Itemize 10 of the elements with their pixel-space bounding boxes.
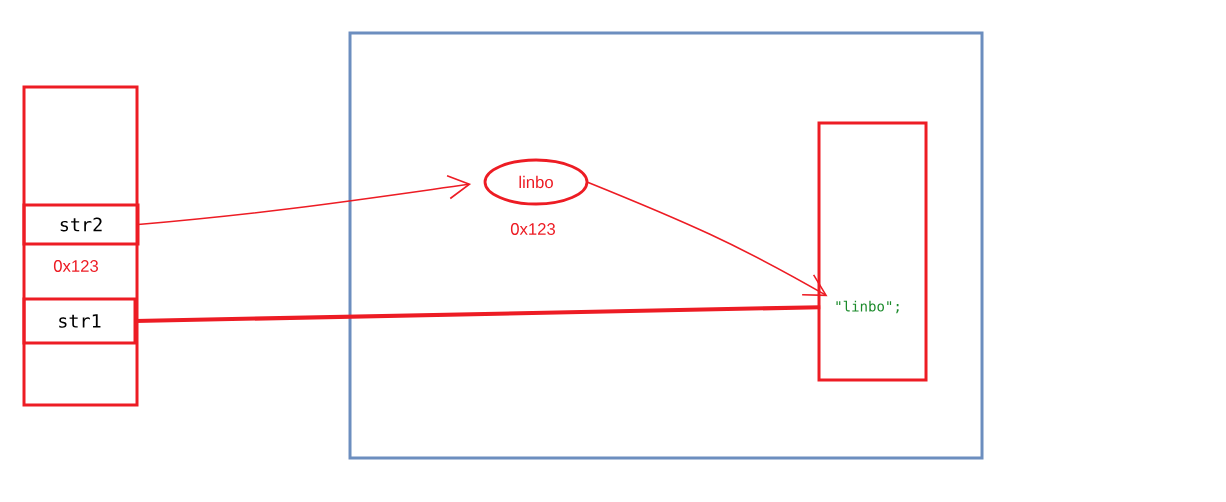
heap-box	[348, 31, 984, 460]
address-text: 0x123	[510, 223, 555, 235]
arrow	[137, 174, 472, 226]
variable-cell: str2	[22, 203, 140, 246]
code-text: "linbo";	[836, 300, 899, 314]
variable-cell: str1	[22, 297, 137, 345]
address-text: 0x123	[53, 260, 98, 272]
arrow	[586, 181, 828, 297]
string-pool-box	[817, 121, 928, 382]
stack-column	[22, 85, 139, 407]
